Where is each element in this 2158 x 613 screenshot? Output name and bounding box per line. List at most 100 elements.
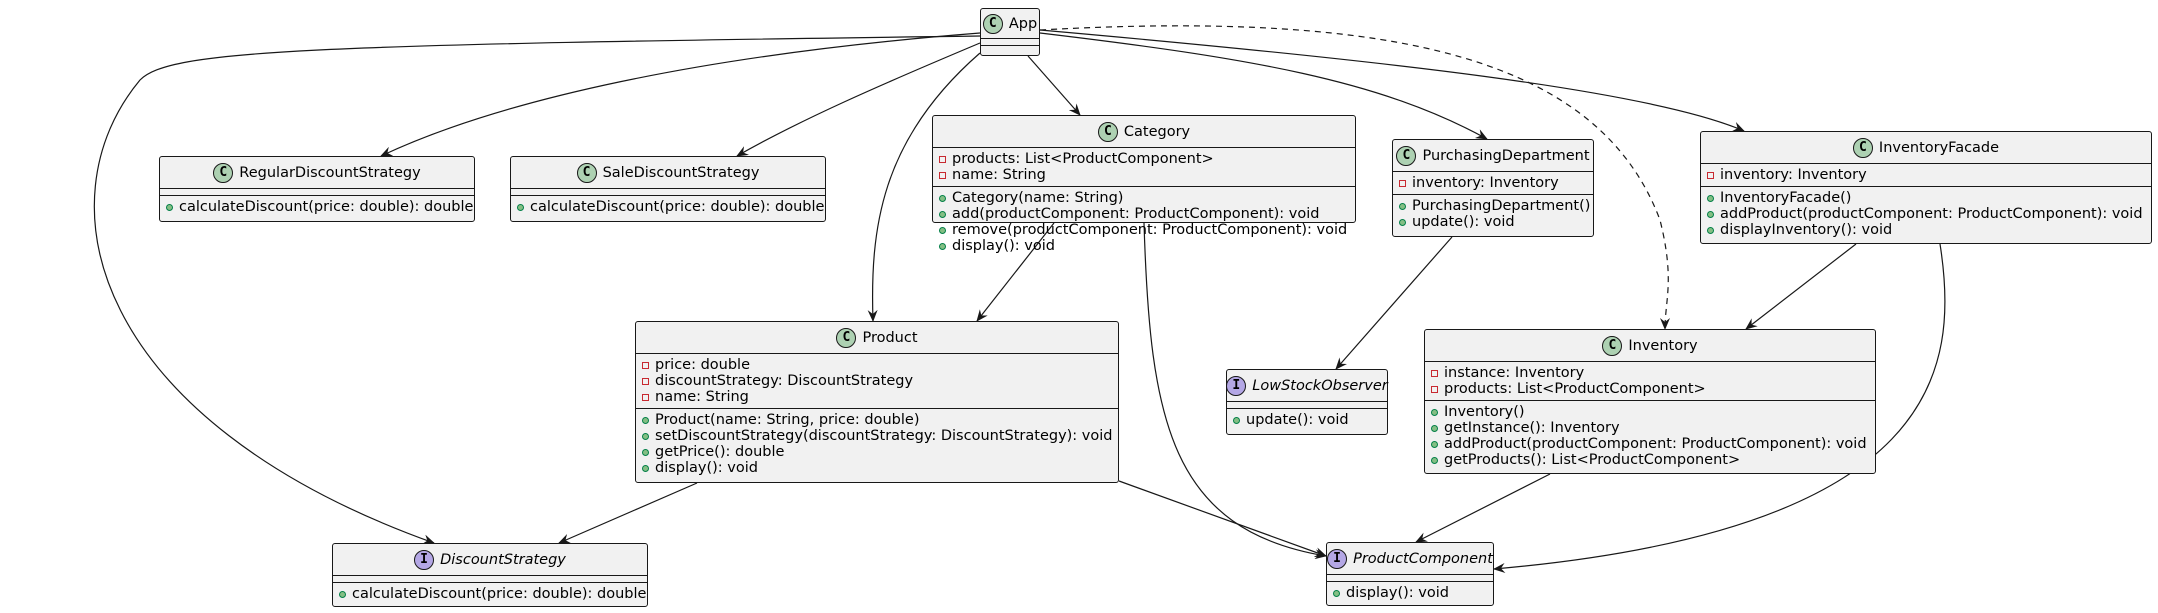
fields-section <box>333 576 647 583</box>
method-row: InventoryFacade() <box>1707 190 2151 206</box>
class-badge-icon: C <box>1396 145 1417 166</box>
method-row: remove(productComponent: ProductComponen… <box>939 222 1355 238</box>
public-visibility-icon <box>1431 440 1438 448</box>
class-header: I DiscountStrategy <box>333 544 647 576</box>
method-row: calculateDiscount(price: double): double <box>339 586 647 602</box>
method-text: display(): void <box>1346 585 1449 601</box>
field-text: inventory: Inventory <box>1720 167 1867 183</box>
private-visibility-icon <box>642 377 649 385</box>
class-badge-icon: C <box>836 327 857 348</box>
field-row: discountStrategy: DiscountStrategy <box>642 373 1118 389</box>
class-name: SaleDiscountStrategy <box>602 164 760 181</box>
methods-section: Product(name: String, price: double)setD… <box>636 409 1118 479</box>
public-visibility-icon <box>339 590 346 598</box>
relation-app-to-regular <box>380 32 981 157</box>
method-text: add(productComponent: ProductComponent):… <box>952 206 1320 222</box>
method-row: display(): void <box>642 460 1118 476</box>
method-text: InventoryFacade() <box>1720 190 1852 206</box>
interface-badge-icon: I <box>414 549 435 570</box>
method-row: update(): void <box>1399 214 1593 230</box>
class-badge-icon: C <box>576 162 597 183</box>
method-row: getInstance(): Inventory <box>1431 420 1875 436</box>
class-badge-icon: C <box>1852 137 1873 158</box>
fields-section <box>511 189 825 196</box>
relation-facade-to-inventory <box>1745 243 1857 330</box>
method-text: calculateDiscount(price: double): double <box>530 199 825 215</box>
fields-section: products: List<ProductComponent>name: St… <box>933 148 1355 187</box>
public-visibility-icon <box>1707 226 1714 234</box>
method-row: Category(name: String) <box>939 190 1355 206</box>
class-name: Product <box>862 329 918 346</box>
public-visibility-icon <box>1333 589 1340 597</box>
public-visibility-icon <box>517 203 524 211</box>
method-text: update(): void <box>1412 214 1515 230</box>
field-text: instance: Inventory <box>1444 365 1585 381</box>
class-name: RegularDiscountStrategy <box>239 164 421 181</box>
method-text: displayInventory(): void <box>1720 222 1893 238</box>
relation-category-to-component <box>1143 222 1327 560</box>
method-text: Product(name: String, price: double) <box>655 412 920 428</box>
method-text: display(): void <box>655 460 758 476</box>
fields-section <box>160 189 474 196</box>
class-badge-icon: C <box>213 162 234 183</box>
methods-section <box>981 46 1039 53</box>
field-text: inventory: Inventory <box>1412 175 1559 191</box>
method-row: add(productComponent: ProductComponent):… <box>939 206 1355 222</box>
class-sale: C SaleDiscountStrategy calculateDiscount(p… <box>510 156 826 222</box>
method-text: getProducts(): List<ProductComponent> <box>1444 452 1741 468</box>
public-visibility-icon <box>642 416 649 424</box>
method-row: Inventory() <box>1431 404 1875 420</box>
class-badge-icon: C <box>1097 121 1118 142</box>
public-visibility-icon <box>1399 202 1406 210</box>
relation-app-to-purchasing <box>1039 32 1488 140</box>
class-name: ProductComponent <box>1353 550 1493 567</box>
field-text: products: List<ProductComponent> <box>1444 381 1706 397</box>
method-row: displayInventory(): void <box>1707 222 2151 238</box>
relation-app-to-product <box>867 52 981 322</box>
class-name: App <box>1008 15 1038 32</box>
relation-category-to-product <box>976 222 1055 322</box>
fields-section <box>1327 575 1493 582</box>
public-visibility-icon <box>1707 194 1714 202</box>
public-visibility-icon <box>939 226 946 234</box>
relation-app-to-facade <box>1039 29 1745 132</box>
methods-section: calculateDiscount(price: double): double <box>160 196 474 218</box>
public-visibility-icon <box>1431 456 1438 464</box>
public-visibility-icon <box>642 448 649 456</box>
method-row: display(): void <box>939 238 1355 254</box>
relation-app-to-sale <box>736 42 981 157</box>
methods-section: PurchasingDepartment()update(): void <box>1393 195 1593 233</box>
fields-section <box>981 39 1039 46</box>
method-text: display(): void <box>952 238 1055 254</box>
method-text: remove(productComponent: ProductComponen… <box>952 222 1348 238</box>
relation-inventory-to-component <box>1415 473 1551 543</box>
public-visibility-icon <box>939 242 946 250</box>
methods-section: update(): void <box>1227 409 1387 431</box>
class-strategy: I DiscountStrategy calculateDiscount(price… <box>332 543 648 607</box>
method-text: calculateDiscount(price: double): double <box>352 586 647 602</box>
field-text: discountStrategy: DiscountStrategy <box>655 373 914 389</box>
field-text: name: String <box>655 389 749 405</box>
field-row: inventory: Inventory <box>1707 167 2151 183</box>
class-name: DiscountStrategy <box>440 551 566 568</box>
method-row: getPrice(): double <box>642 444 1118 460</box>
private-visibility-icon <box>642 393 649 401</box>
methods-section: calculateDiscount(price: double): double <box>333 583 647 605</box>
private-visibility-icon <box>1399 179 1406 187</box>
private-visibility-icon <box>939 155 946 163</box>
methods-section: InventoryFacade()addProduct(productCompo… <box>1701 187 2151 241</box>
relation-product-to-component <box>1118 480 1327 557</box>
field-row: instance: Inventory <box>1431 365 1875 381</box>
